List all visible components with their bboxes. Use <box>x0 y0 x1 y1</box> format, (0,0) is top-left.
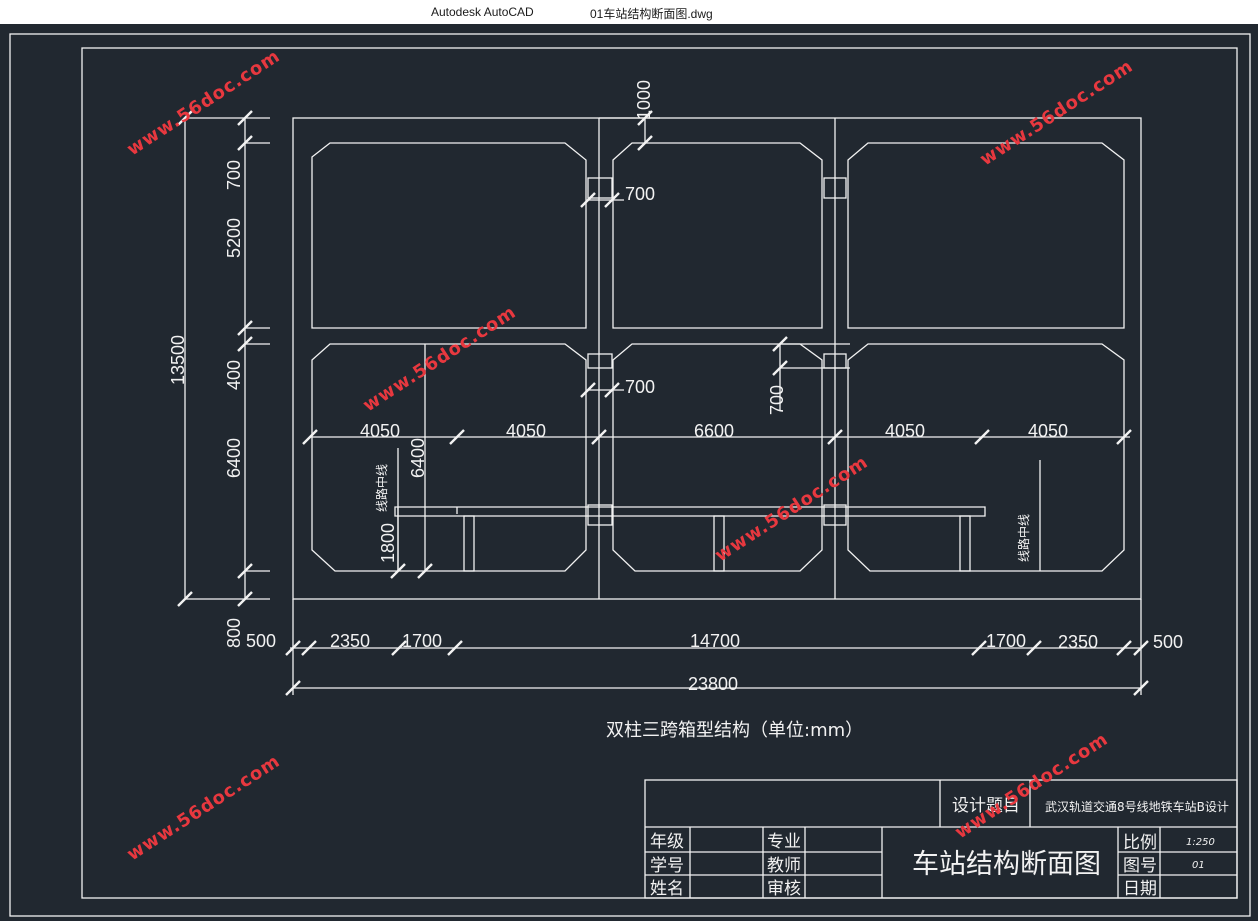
lower-middle-cell <box>612 343 823 572</box>
dim-v-700: 700 <box>224 160 244 190</box>
window-titlebar: Autodesk AutoCAD 01车站结构断面图.dwg <box>0 0 1258 24</box>
dim-v-13500: 13500 <box>168 335 188 385</box>
design-topic-label: 设计题目 <box>952 796 1020 816</box>
name-label: 姓名 <box>650 879 684 899</box>
dim-total-23800: 23800 <box>688 674 738 694</box>
major-label: 专业 <box>767 832 801 852</box>
dim-b-14700: 14700 <box>690 631 740 651</box>
date-label: 日期 <box>1123 879 1157 899</box>
watermark: www.56doc.com <box>976 56 1137 171</box>
drawing-title: 车站结构断面图 <box>912 849 1101 880</box>
drawing-caption: 双柱三跨箱型结构（单位:mm） <box>606 720 863 741</box>
dim-span-4050-d: 4050 <box>1028 421 1068 441</box>
drawing-canvas[interactable]: 1000 700 700 700 700 5200 13500 400 6400… <box>0 24 1258 921</box>
dim-v-5200: 5200 <box>224 218 244 258</box>
scale-label: 比例 <box>1123 833 1157 853</box>
outer-border <box>9 33 1251 917</box>
structure-outline <box>292 117 1142 600</box>
lower-left-cell <box>311 343 587 572</box>
dim-span-4050-a: 4050 <box>360 421 400 441</box>
watermark: www.56doc.com <box>951 729 1112 844</box>
file-name: 01车站结构断面图.dwg <box>590 7 713 21</box>
dim-span-4050-c: 4050 <box>885 421 925 441</box>
dim-b-2350-l: 2350 <box>330 631 370 651</box>
dim-700-lower: 700 <box>625 377 655 397</box>
dim-v-1800: 1800 <box>378 523 398 563</box>
lower-right-cell <box>847 343 1125 572</box>
dim-b-500-l: 500 <box>246 631 276 651</box>
upper-middle-cell <box>612 142 823 329</box>
dim-v-6400-inner: 6400 <box>408 438 428 478</box>
dim-b-1700-r: 1700 <box>986 631 1026 651</box>
dim-span-4050-b: 4050 <box>506 421 546 441</box>
drawing-svg: 1000 700 700 700 700 5200 13500 400 6400… <box>9 33 1251 917</box>
design-topic: 武汉轨道交通8号线地铁车站B设计 <box>1045 799 1229 814</box>
line-center-right: 线路中线 <box>1016 514 1031 562</box>
line-center-left: 线路中线 <box>374 464 389 512</box>
dim-b-2350-r: 2350 <box>1058 632 1098 652</box>
grade-label: 年级 <box>650 832 684 852</box>
dim-700-side: 700 <box>767 385 787 415</box>
scale-value: 1:250 <box>1186 837 1215 848</box>
dim-span-6600: 6600 <box>694 421 734 441</box>
teacher-label: 教师 <box>767 856 801 876</box>
dim-v-400: 400 <box>224 360 244 390</box>
dim-v-6400: 6400 <box>224 438 244 478</box>
watermark: www.56doc.com <box>123 751 284 866</box>
app-name: Autodesk AutoCAD <box>431 5 534 19</box>
student-no-label: 学号 <box>650 856 684 876</box>
upper-left-cell <box>311 142 587 329</box>
dim-1000: 1000 <box>634 80 654 120</box>
dim-v-800: 800 <box>224 618 244 648</box>
upper-right-cell <box>847 142 1125 329</box>
dim-b-500-r: 500 <box>1153 632 1183 652</box>
dim-b-1700-l: 1700 <box>402 631 442 651</box>
dim-700-upper: 700 <box>625 184 655 204</box>
drawing-no-value: 01 <box>1192 860 1205 871</box>
review-label: 审核 <box>767 879 801 899</box>
watermark: www.56doc.com <box>359 302 520 417</box>
drawing-no-label: 图号 <box>1123 856 1157 876</box>
